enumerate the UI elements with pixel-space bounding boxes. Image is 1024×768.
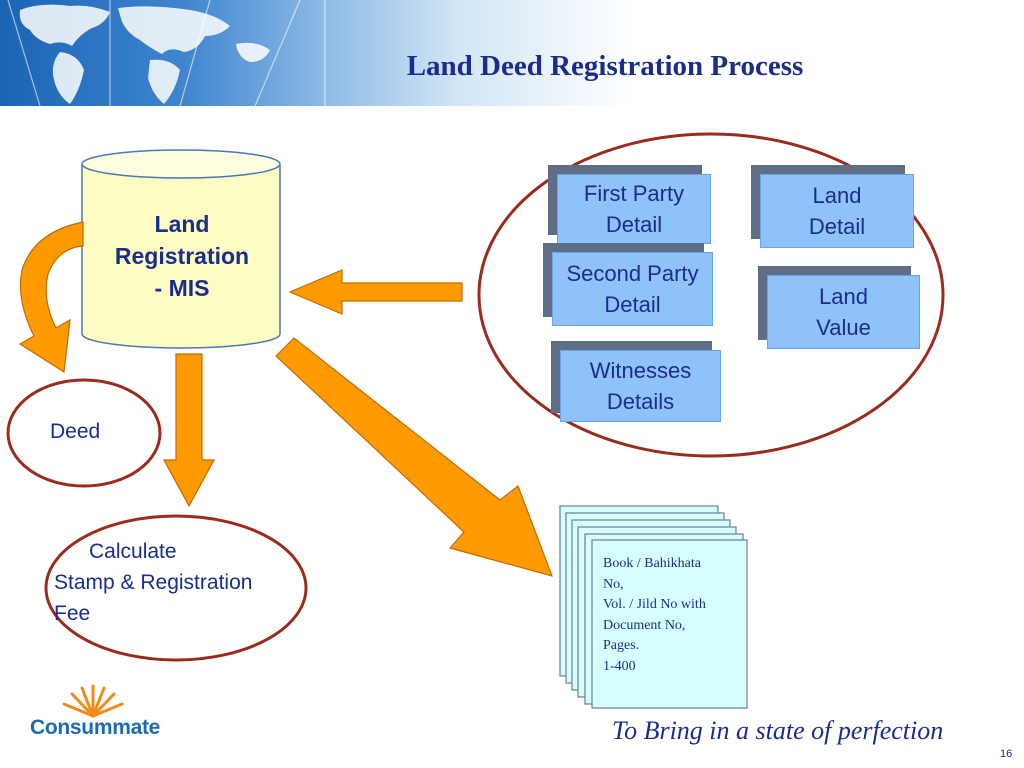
database-cylinder-icon (81, 149, 281, 349)
book-line: 1-400 (603, 658, 636, 674)
world-map-icon (7, 0, 326, 106)
book-line: Book / Bahikhata (603, 556, 701, 571)
tagline: To Bring in a state of perfection (612, 716, 944, 745)
box-line: First Party (583, 181, 685, 206)
deed-ellipse (6, 378, 162, 488)
box-line: Details (606, 389, 675, 414)
box-line: Value (816, 315, 871, 340)
calculate-ellipse (44, 514, 308, 662)
database-label-line: - MIS (154, 275, 210, 301)
calculate-line: Stamp & Registration (54, 571, 253, 594)
calculate-line: Calculate (54, 540, 177, 563)
box-line: Detail (808, 214, 866, 239)
box-line: Second Party (566, 261, 699, 286)
arrow-database-to-calculate (162, 353, 216, 508)
box-line: Land (812, 183, 862, 208)
book-line: Vol. / Jild No with (603, 597, 706, 612)
arrow-details-to-database (288, 269, 463, 315)
box-line: Detail (604, 292, 661, 317)
database-label: Land Registration - MIS (92, 208, 272, 304)
book-line: Pages. (603, 638, 640, 653)
company-logo-text: Consummate (30, 716, 161, 739)
curved-arrow-to-deed (18, 221, 84, 374)
database-label-line: Registration (114, 243, 250, 269)
box-line: Detail (605, 212, 663, 237)
page-number: 16 (1000, 748, 1013, 760)
book-line: Document No, (603, 617, 686, 633)
database-label-line: Land (154, 211, 210, 237)
page-title: Land Deed Registration Process (406, 50, 804, 82)
register-documents-icon (559, 505, 748, 709)
box-line: Witnesses (589, 358, 692, 383)
register-book-text: Book / Bahikhata No, Vol. / Jild No with… (603, 554, 743, 677)
sunburst-logo-icon (62, 684, 124, 718)
book-line: No, (603, 576, 624, 592)
details-group-ellipse (477, 132, 945, 458)
arrow-database-to-register (275, 337, 553, 577)
calculate-fee-label: Calculate Stamp & Registration Fee (54, 536, 252, 629)
box-line: Land (819, 284, 868, 309)
calculate-line: Fee (54, 602, 91, 625)
deed-label: Deed (50, 420, 101, 443)
header-band: Land Deed Registration Process (0, 0, 1024, 106)
